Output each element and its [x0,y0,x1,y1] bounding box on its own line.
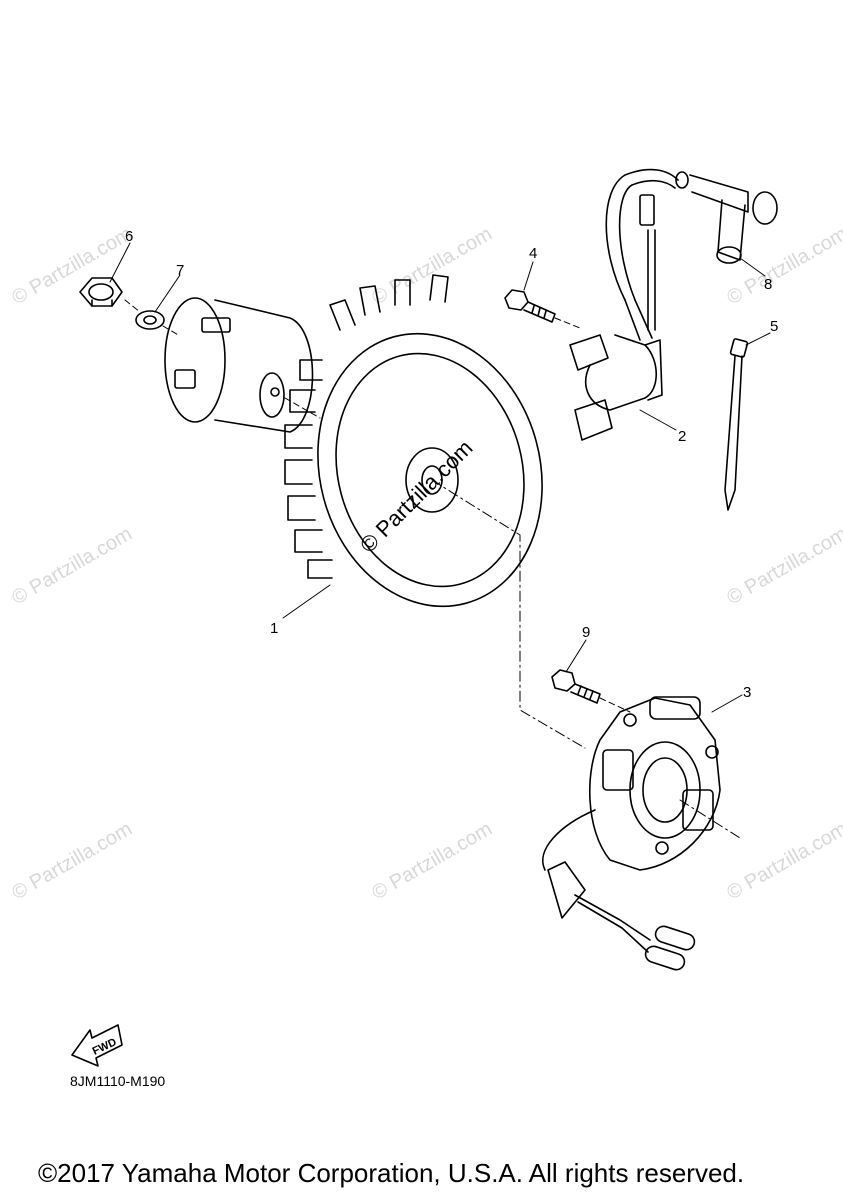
callout-9: 9 [582,624,591,641]
callout-6: 6 [125,228,134,245]
fwd-arrow-icon: FWD [71,1024,123,1067]
callout-2: 2 [678,428,687,445]
axis-lines [124,299,741,839]
callout-4: 4 [529,245,538,262]
flywheel-part[interactable] [284,274,572,632]
nut-part[interactable] [79,277,123,307]
cable-tie-part[interactable] [724,338,749,511]
callout-7: 7 [176,262,185,279]
stator-bolt-part[interactable] [551,669,601,704]
stator-part[interactable] [542,696,721,972]
ignition-coil-part[interactable] [569,168,679,441]
callout-5: 5 [770,318,779,335]
diagram-code: 8JM1110-M190 [70,1073,166,1089]
copyright-text: ©2017 Yamaha Motor Corporation, U.S.A. A… [38,1158,745,1188]
callout-3: 3 [743,684,752,701]
callout-8: 8 [764,276,773,293]
washer-part[interactable] [135,310,165,330]
callout-1: 1 [270,620,279,637]
spark-plug-cap-part[interactable] [675,171,778,264]
rotor-cup-part[interactable] [164,297,314,433]
leader-lines [109,242,771,713]
bolt-part[interactable] [504,289,556,323]
